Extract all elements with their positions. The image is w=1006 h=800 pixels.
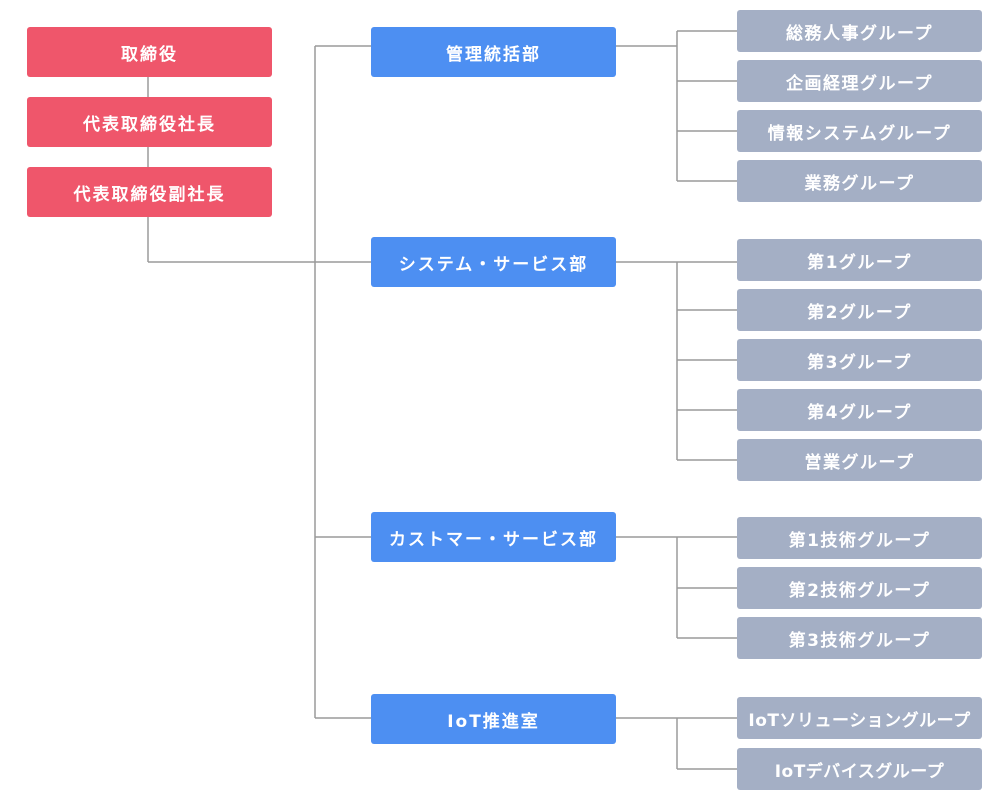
group-label: 総務人事グループ (786, 23, 933, 44)
group-box: 第3技術グループ (737, 617, 982, 659)
group-label: 第1グループ (807, 252, 912, 273)
group-label: 企画経理グループ (786, 73, 933, 94)
department-label: 管理統括部 (446, 44, 541, 65)
group-box: 第2技術グループ (737, 567, 982, 609)
group-box: 情報システムグループ (737, 110, 982, 152)
group-box: 第3グループ (737, 339, 982, 381)
executive-box-vice-president: 代表取締役副社長 (27, 167, 272, 217)
department-label: システム・サービス部 (398, 254, 589, 275)
group-box: 営業グループ (737, 439, 982, 481)
group-label: 営業グループ (804, 452, 915, 473)
group-box: 第1技術グループ (737, 517, 982, 559)
department-box-iot: IoT推進室 (371, 694, 616, 744)
group-box: 業務グループ (737, 160, 982, 202)
department-label: カストマー・サービス部 (389, 529, 598, 550)
group-box: 企画経理グループ (737, 60, 982, 102)
department-box-management: 管理統括部 (371, 27, 616, 77)
group-label: 第4グループ (807, 402, 912, 423)
executive-label: 代表取締役副社長 (73, 184, 226, 205)
group-box: IoTデバイスグループ (737, 748, 982, 790)
group-label: 第3グループ (807, 352, 912, 373)
group-label: IoTデバイスグループ (774, 761, 945, 782)
group-label: 第1技術グループ (788, 530, 931, 551)
executive-label: 取締役 (121, 44, 178, 65)
group-box: 第4グループ (737, 389, 982, 431)
group-box: IoTソリューショングループ (737, 697, 982, 739)
group-label: 業務グループ (804, 173, 915, 194)
department-box-customer-service: カストマー・サービス部 (371, 512, 616, 562)
group-label: 第3技術グループ (788, 630, 931, 651)
department-label: IoT推進室 (447, 711, 540, 732)
group-box: 第2グループ (737, 289, 982, 331)
department-box-system-service: システム・サービス部 (371, 237, 616, 287)
group-label: 情報システムグループ (767, 123, 952, 144)
executive-label: 代表取締役社長 (83, 114, 216, 135)
executive-box-president: 代表取締役社長 (27, 97, 272, 147)
group-box: 総務人事グループ (737, 10, 982, 52)
executive-box-board: 取締役 (27, 27, 272, 77)
group-box: 第1グループ (737, 239, 982, 281)
group-label: 第2グループ (807, 302, 912, 323)
group-label: IoTソリューショングループ (748, 710, 971, 731)
group-label: 第2技術グループ (788, 580, 931, 601)
